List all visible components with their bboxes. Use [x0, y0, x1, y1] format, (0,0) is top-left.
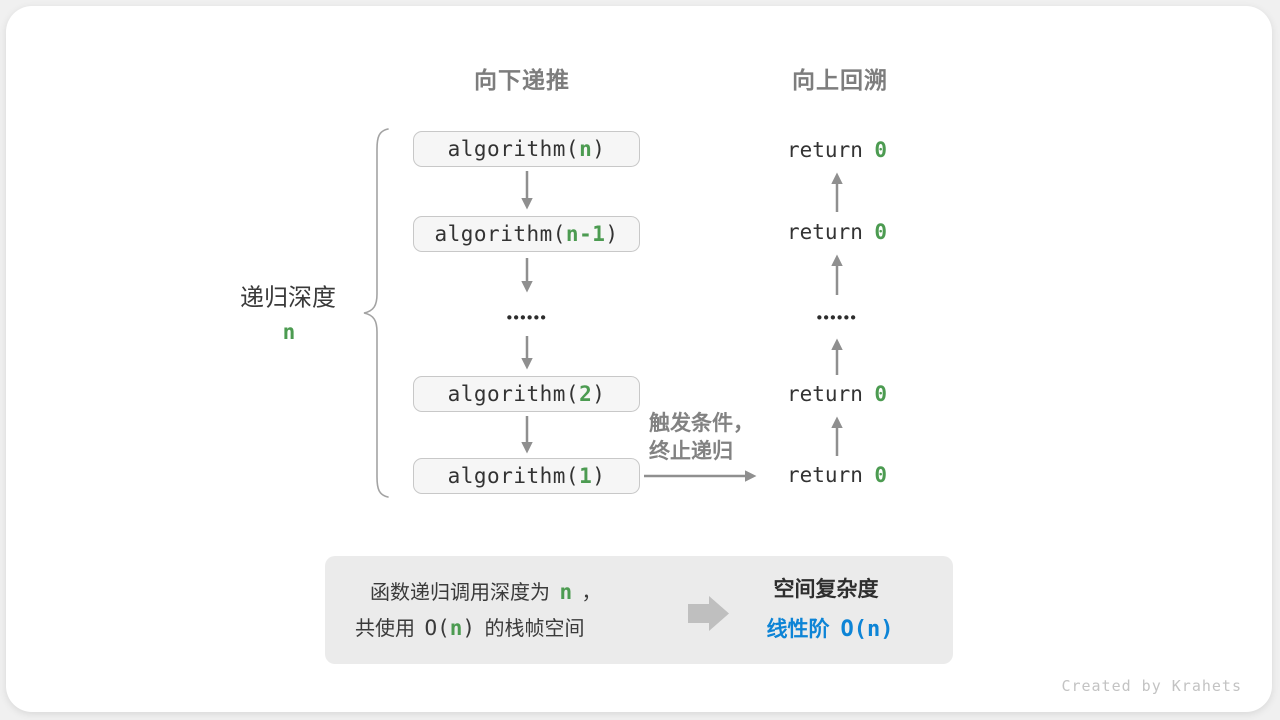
- return-statement-4: return 0: [787, 461, 887, 489]
- return-value: 0: [874, 463, 888, 487]
- watermark-credit: Created by Krahets: [1061, 677, 1242, 695]
- complexity-notation: O(n): [840, 617, 894, 642]
- return-value: 0: [874, 382, 888, 406]
- space-complexity-result: 线性阶 O(n): [767, 613, 894, 643]
- base-case-note-line1: 触发条件，: [649, 412, 754, 435]
- summary-line2-text2: 的栈帧空间: [484, 618, 585, 640]
- code-arg: 2: [579, 382, 593, 406]
- returns-ellipsis: ••••••: [816, 309, 858, 327]
- code-prefix: algorithm(: [434, 222, 566, 246]
- return-statement-3: return 0: [787, 380, 887, 408]
- return-keyword: return: [787, 463, 863, 487]
- base-case-note-line2: 终止递归: [649, 440, 733, 463]
- code-arg: n-1: [565, 222, 606, 246]
- big-o-var: n: [449, 616, 463, 640]
- summary-line2-text: 共使用: [355, 618, 415, 640]
- return-value: 0: [874, 138, 888, 162]
- return-keyword: return: [787, 138, 863, 162]
- header-downward-recursion: 向下递推: [474, 67, 570, 93]
- return-statement-1: return 0: [787, 136, 887, 164]
- big-o-close: ): [462, 616, 476, 640]
- header-upward-backtracking: 向上回溯: [792, 67, 888, 93]
- code-prefix: algorithm(: [447, 382, 580, 406]
- summary-line1-comma: ，: [581, 582, 602, 604]
- complexity-order-label: 线性阶: [766, 618, 830, 641]
- return-keyword: return: [787, 382, 863, 406]
- code-suffix: ): [592, 137, 606, 161]
- algorithm-box-n-1: algorithm(n-1): [413, 216, 640, 252]
- return-keyword: return: [787, 220, 863, 244]
- code-arg: 1: [579, 464, 593, 488]
- summary-line2: 共使用 O(n) 的栈帧空间: [355, 613, 584, 643]
- code-suffix: ): [592, 382, 606, 406]
- summary-line1-text: 函数递归调用深度为: [370, 582, 550, 604]
- return-value: 0: [874, 220, 888, 244]
- recursion-depth-label: 递归深度: [240, 284, 336, 312]
- code-arg: n: [579, 137, 593, 161]
- return-statement-2: return 0: [787, 218, 887, 246]
- algorithm-box-1: algorithm(1): [413, 458, 640, 494]
- summary-line1-var: n: [559, 580, 573, 604]
- code-suffix: ): [592, 464, 606, 488]
- algorithm-box-2: algorithm(2): [413, 376, 640, 412]
- algorithm-box-n: algorithm(n): [413, 131, 640, 167]
- summary-line1: 函数递归调用深度为 n ，: [370, 577, 602, 607]
- recursion-depth-value: n: [282, 320, 296, 344]
- big-o-open: O(: [424, 616, 450, 640]
- code-prefix: algorithm(: [447, 464, 580, 488]
- code-prefix: algorithm(: [447, 137, 580, 161]
- space-complexity-title: 空间复杂度: [773, 578, 879, 601]
- recursion-ellipsis: ••••••: [506, 309, 548, 327]
- code-suffix: ): [605, 222, 619, 246]
